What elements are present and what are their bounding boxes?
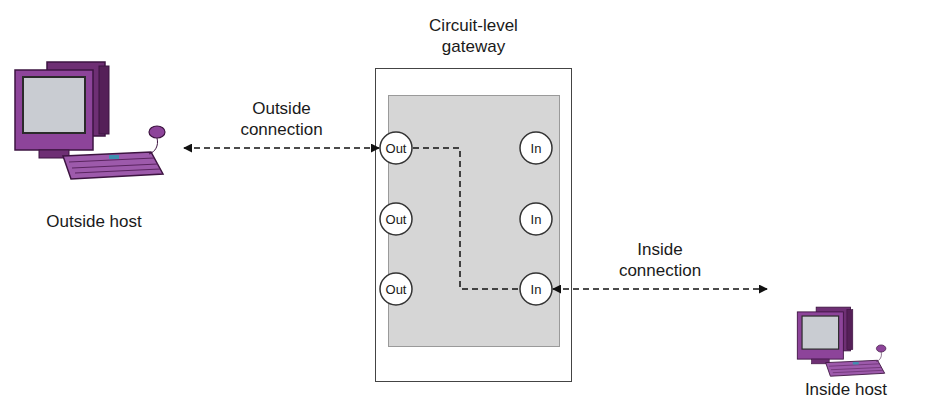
host-label: Outside host	[4, 212, 184, 232]
computer-icon	[4, 60, 174, 182]
gateway-title: Circuit-level gateway	[404, 15, 544, 57]
port-circle: In	[519, 202, 553, 236]
port-label: In	[519, 272, 553, 306]
port-label: Out	[379, 131, 413, 165]
host-computer: Inside host	[767, 282, 925, 400]
port-circle: In	[519, 131, 553, 165]
connection-label: Inside connection	[602, 239, 718, 281]
port-label: In	[519, 131, 553, 165]
host-label: Inside host	[767, 380, 925, 400]
computer-icon	[767, 306, 915, 378]
port-circle: Out	[379, 131, 413, 165]
connection-label: Outside connection	[224, 98, 340, 140]
port-circle: Out	[379, 272, 413, 306]
port-label: Out	[379, 202, 413, 236]
host-computer: Outside host	[4, 60, 184, 232]
gateway-box: Circuit-level gatewayOutInOutInOutIn	[375, 68, 572, 382]
port-circle: In	[519, 272, 553, 306]
dashed-connector	[184, 147, 379, 149]
port-circle: Out	[379, 202, 413, 236]
port-label: Out	[379, 272, 413, 306]
dashed-connector	[553, 288, 767, 290]
port-label: In	[519, 202, 553, 236]
